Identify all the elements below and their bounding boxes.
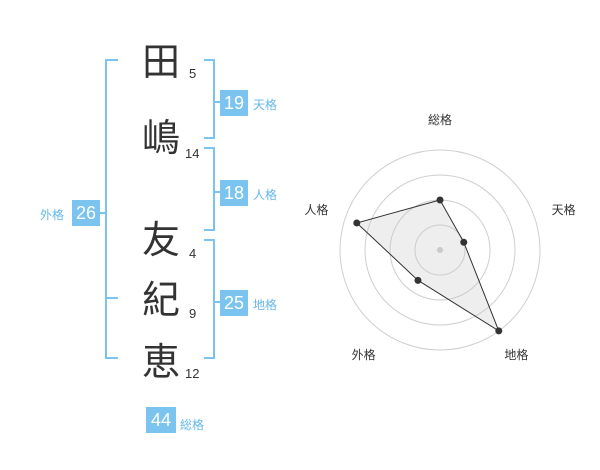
- radar-axis-label-5: 人格: [304, 202, 328, 217]
- soukaku-label: 総格: [180, 418, 205, 432]
- jinkaku-badge: 18: [220, 180, 248, 206]
- stroke-count-3: 4: [189, 246, 197, 261]
- name-char-4: 紀: [142, 278, 181, 322]
- stroke-count-5: 12: [185, 366, 200, 381]
- radar-point-5: [353, 219, 361, 227]
- tenkaku-badge: 19: [220, 90, 248, 116]
- radar-point-4: [414, 276, 422, 284]
- tenkaku-bracket: [204, 59, 215, 139]
- radar-ring-1: [414, 224, 466, 276]
- stroke-count-1: 5: [189, 66, 197, 81]
- radar-axis-label-4: 外格: [352, 347, 376, 362]
- gaikaku-bracket: [105, 59, 118, 359]
- name-char-3: 友: [142, 218, 181, 262]
- radar-polygon: [355, 199, 500, 333]
- jinkaku-bracket: [204, 147, 215, 231]
- radar-ring-4: [339, 149, 541, 351]
- chikaku-label: 地格: [253, 298, 278, 312]
- radar-point-1: [436, 196, 444, 204]
- soukaku-badge: 44: [146, 407, 176, 433]
- chikaku-badge: 25: [220, 290, 248, 316]
- radar-point-3: [495, 327, 503, 335]
- tenkaku-label: 天格: [253, 98, 278, 112]
- stroke-count-2: 14: [185, 146, 200, 161]
- jinkaku-label: 人格: [253, 188, 278, 202]
- name-char-5: 恵: [142, 340, 181, 384]
- radar-center-dot: [437, 247, 443, 253]
- radar-axis-label-3: 地格: [504, 347, 528, 362]
- radar-axis-label-2: 天格: [552, 202, 576, 217]
- radar-ring-3: [364, 174, 516, 326]
- chikaku-bracket: [204, 239, 215, 359]
- gaikaku-badge: 26: [72, 200, 100, 226]
- radar-axis-label-1: 総格: [428, 112, 452, 127]
- name-char-1: 田: [142, 40, 181, 84]
- stroke-count-4: 9: [189, 306, 197, 321]
- name-char-2: 嶋: [142, 116, 181, 160]
- radar-point-2: [460, 238, 468, 246]
- gaikaku-label: 外格: [40, 208, 65, 222]
